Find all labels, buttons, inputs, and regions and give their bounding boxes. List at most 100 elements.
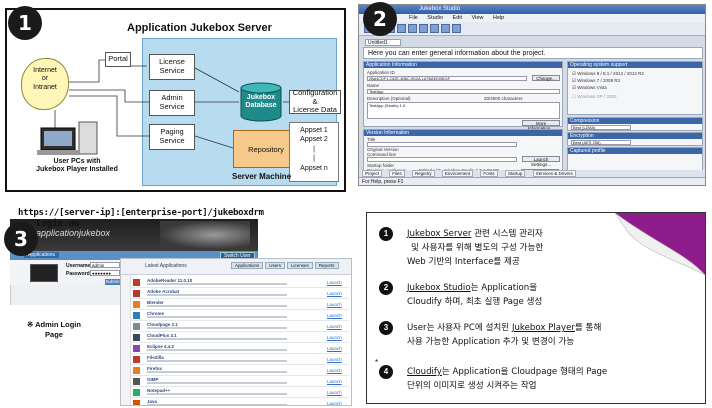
- description-label: Description (Optional): [367, 96, 411, 101]
- original-version-label: Original Version: [367, 147, 399, 152]
- desc-3-prefix: User는 사용자 PC에 설치된: [407, 323, 512, 333]
- app-launch-link[interactable]: Launch: [327, 313, 342, 318]
- app-info-section: Application Information Application ID 2…: [363, 61, 563, 131]
- app-launch-link[interactable]: Launch: [327, 280, 342, 285]
- app-launch-link[interactable]: Launch: [327, 346, 342, 351]
- app-id-field[interactable]: 2BA4CDF1-C82E-4B8C-9D2A-1A7BAED05D1F: [367, 76, 527, 81]
- menu-help[interactable]: Help: [492, 15, 505, 21]
- app-launch-link[interactable]: Launch: [327, 401, 342, 406]
- os-option-1-label: Windows 8 / 8.1 / 2012 / 2012 R2: [577, 71, 644, 76]
- name-field[interactable]: TestApp: [367, 89, 560, 94]
- menu-view[interactable]: View: [471, 15, 484, 21]
- app-launch-link[interactable]: Launch: [327, 368, 342, 373]
- app-launch-link[interactable]: Launch: [327, 324, 342, 329]
- jukebox-player-term: Jukebox Player: [511, 323, 575, 333]
- server-machine-label: Server Machine: [232, 172, 292, 181]
- app-icon: [133, 334, 140, 341]
- os-option-1[interactable]: ☑ Windows 8 / 8.1 / 2012 / 2012 R2: [572, 71, 644, 76]
- app-launch-link[interactable]: Launch: [327, 379, 342, 384]
- username-input[interactable]: admin: [90, 262, 120, 268]
- description-field[interactable]: TestApp (Studio) 1.0: [367, 102, 560, 119]
- wizard-icon[interactable]: [430, 24, 439, 33]
- app-description: [147, 349, 287, 351]
- os-option-2[interactable]: ☑ Windows 7 / 2008 R2: [572, 78, 621, 83]
- tab-files[interactable]: Files: [389, 170, 405, 177]
- more-info-button[interactable]: More Information...: [522, 120, 560, 131]
- connector-lines: [37, 59, 299, 155]
- database-icon: [240, 82, 282, 122]
- desc-text-1: Jukebox Server 관련 시스템 관리자 및 사용자를 위해 별도의 …: [407, 227, 667, 269]
- help-icon[interactable]: [452, 24, 461, 33]
- applications-tab[interactable]: Applications: [24, 252, 59, 258]
- encryption-header: Encryption: [568, 133, 702, 139]
- desc-text-4: Cloudify는 Application을 Cloudpage 형태의 Pag…: [407, 365, 667, 393]
- app-name: Notepad++: [147, 388, 171, 393]
- desc-2-line2: Cloudify 하며, 최초 실행 Page 생성: [407, 297, 543, 307]
- test-icon[interactable]: [419, 24, 428, 33]
- app-launch-link[interactable]: Launch: [327, 357, 342, 362]
- version-info-header: Version Information: [364, 130, 562, 136]
- jukebox-server-term: Jukebox Server: [407, 229, 472, 239]
- desc-2-line1: 는 Application을: [470, 283, 538, 293]
- app-launch-link[interactable]: Launch: [327, 335, 342, 340]
- list-tab-licenses[interactable]: Licenses: [287, 262, 313, 269]
- compression-select[interactable]: Best (LZMA): [571, 125, 631, 130]
- launch-settings-button[interactable]: Launch Settings...: [522, 156, 560, 167]
- description-count: 20/4000 characters: [484, 96, 523, 101]
- password-input[interactable]: ●●●●●●●: [90, 270, 120, 276]
- app-name: Chrome: [147, 311, 165, 316]
- desc-num-3: 3: [379, 321, 393, 335]
- tab-project[interactable]: Project: [362, 170, 383, 177]
- tab-environment[interactable]: Environment: [441, 170, 474, 177]
- list-tab-reports[interactable]: Reports: [314, 262, 339, 269]
- tab-startup[interactable]: Startup: [504, 170, 526, 177]
- app-launch-link[interactable]: Launch: [327, 291, 342, 296]
- document-tab[interactable]: Untitled1: [365, 39, 401, 46]
- os-option-4[interactable]: ☐ Windows XP / 2003: [572, 94, 617, 99]
- app-launch-link[interactable]: Launch: [327, 390, 342, 395]
- desc-3-line1: 를 통해: [574, 323, 602, 333]
- title-field[interactable]: [367, 142, 517, 147]
- app-launch-link[interactable]: Launch: [327, 302, 342, 307]
- title-label: Title: [367, 137, 376, 142]
- app-icon: [133, 389, 140, 396]
- app-list-row[interactable]: Notepad++ Launch: [131, 387, 349, 398]
- tab-fonts[interactable]: Fonts: [480, 170, 498, 177]
- menu-edit[interactable]: Edit: [452, 15, 463, 21]
- settings-icon[interactable]: [441, 24, 450, 33]
- admin-login-note: ※ Admin Login Page: [27, 320, 81, 339]
- portal-url-line2: login.do: [36, 219, 80, 229]
- menu-studio[interactable]: Studio: [427, 15, 444, 21]
- app-icon: [133, 312, 140, 319]
- tab-registry[interactable]: Registry: [412, 170, 435, 177]
- desc-1-line3: Web 기반의 Interface를 제공: [407, 257, 520, 267]
- encryption-select[interactable]: Best (AES 256): [571, 140, 631, 145]
- command-line-field[interactable]: [367, 157, 517, 162]
- change-button[interactable]: Change...: [532, 75, 560, 81]
- os-option-3[interactable]: ☑ Windows Vista: [572, 85, 607, 90]
- menu-file[interactable]: File: [409, 15, 418, 21]
- step-badge-2: 2: [363, 2, 397, 36]
- build-icon[interactable]: [408, 24, 417, 33]
- capture-icon[interactable]: [397, 24, 406, 33]
- submit-button[interactable]: Submit: [105, 279, 120, 285]
- portal-logo: applicationjukebox: [36, 228, 111, 238]
- list-tab-users[interactable]: Users: [265, 262, 286, 269]
- desc-4-line2: 단위의 이미지로 생성 시켜주는 작업: [407, 381, 537, 391]
- jukebox-database-label: Jukebox Database: [245, 94, 277, 110]
- app-list-row[interactable]: Chrome Launch: [131, 310, 349, 321]
- list-tab-applications[interactable]: Applications: [231, 262, 264, 269]
- tab-services[interactable]: Services & Drivers: [532, 170, 576, 177]
